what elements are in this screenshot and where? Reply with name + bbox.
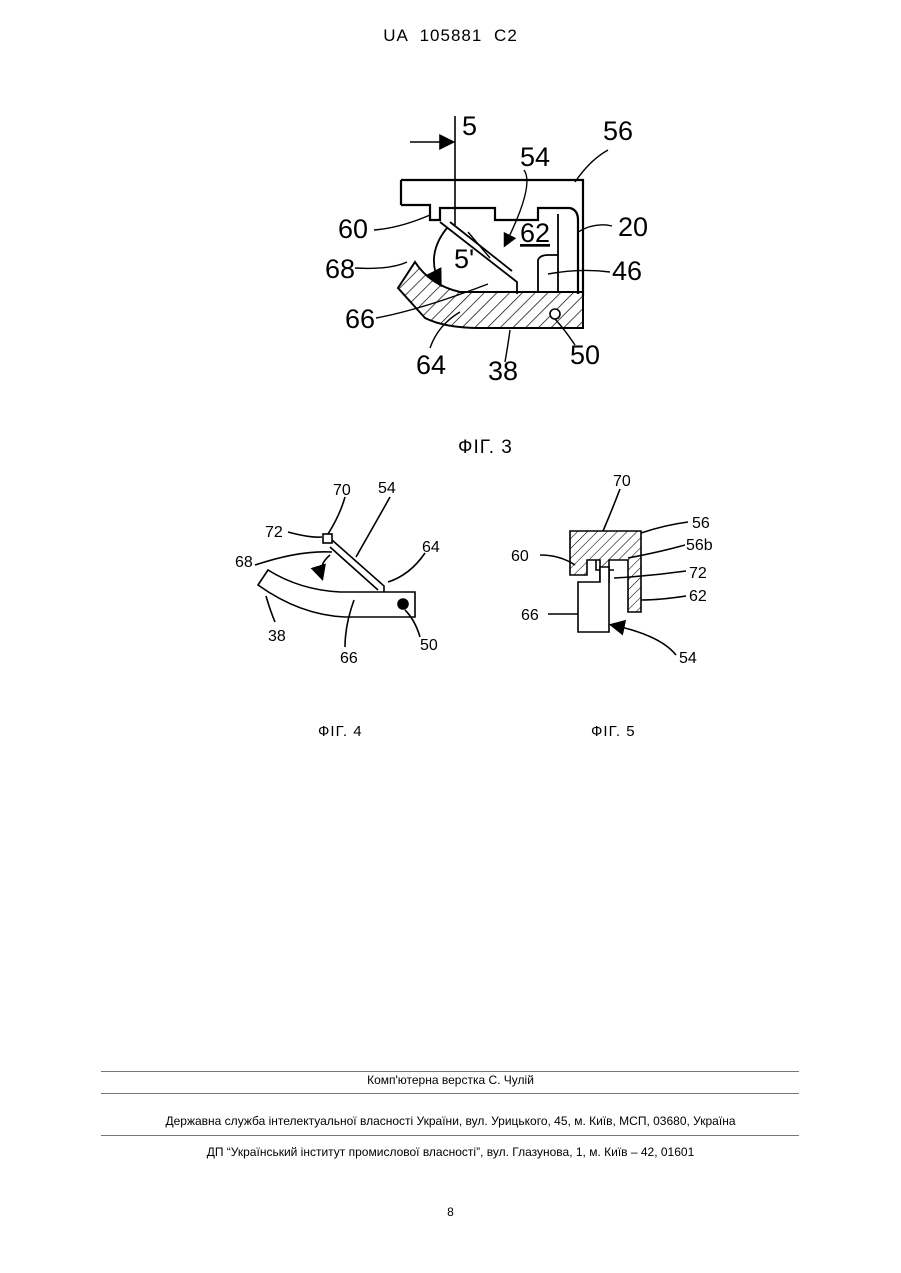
label-72: 72 (689, 565, 707, 582)
label-68: 68 (325, 254, 355, 284)
figure-4-caption: ФІГ. 4 (318, 723, 363, 740)
figure-3-drawing (355, 116, 612, 362)
label-50: 50 (570, 340, 600, 370)
label-38: 38 (488, 356, 518, 386)
footer-office-address: Державна служба інтелектуальної власност… (0, 1114, 901, 1128)
footer-divider (101, 1071, 799, 1072)
label-70: 70 (613, 473, 631, 490)
label-62: 62 (520, 218, 550, 248)
label-64: 64 (416, 350, 446, 380)
label-46: 46 (612, 256, 642, 286)
label-70: 70 (333, 482, 351, 499)
label-60: 60 (338, 214, 368, 244)
label-5-prime: 5' (454, 244, 474, 274)
label-20: 20 (618, 212, 648, 242)
figure-5-drawing (540, 489, 688, 655)
figure-4-drawing (255, 497, 425, 647)
footer-institute-address: ДП “Український інститут промислової вла… (0, 1145, 901, 1159)
label-62: 62 (689, 588, 707, 605)
footer-divider (101, 1093, 799, 1094)
figure-5-caption: ФІГ. 5 (591, 723, 636, 740)
label-56: 56 (692, 515, 710, 532)
label-66: 66 (521, 607, 539, 624)
label-56b: 56b (686, 537, 713, 554)
footer-divider (101, 1135, 799, 1136)
label-50: 50 (420, 637, 438, 654)
label-38: 38 (268, 628, 286, 645)
label-54: 54 (679, 650, 697, 667)
page-number: 8 (0, 1205, 901, 1219)
label-60: 60 (511, 548, 529, 565)
label-54: 54 (520, 142, 550, 172)
label-56: 56 (603, 116, 633, 146)
label-54: 54 (378, 480, 396, 497)
figure-3-caption: ФІГ. 3 (458, 437, 513, 459)
label-72: 72 (265, 524, 283, 541)
label-64: 64 (422, 539, 440, 556)
figure-3-labels: 5 56 54 60 62 20 68 5' 46 66 64 38 50 (325, 111, 648, 386)
footer-layout-credit: Комп'ютерна верстка С. Чулій (0, 1073, 901, 1087)
label-68: 68 (235, 554, 253, 571)
label-66: 66 (345, 304, 375, 334)
label-5: 5 (462, 111, 477, 141)
label-66: 66 (340, 650, 358, 667)
